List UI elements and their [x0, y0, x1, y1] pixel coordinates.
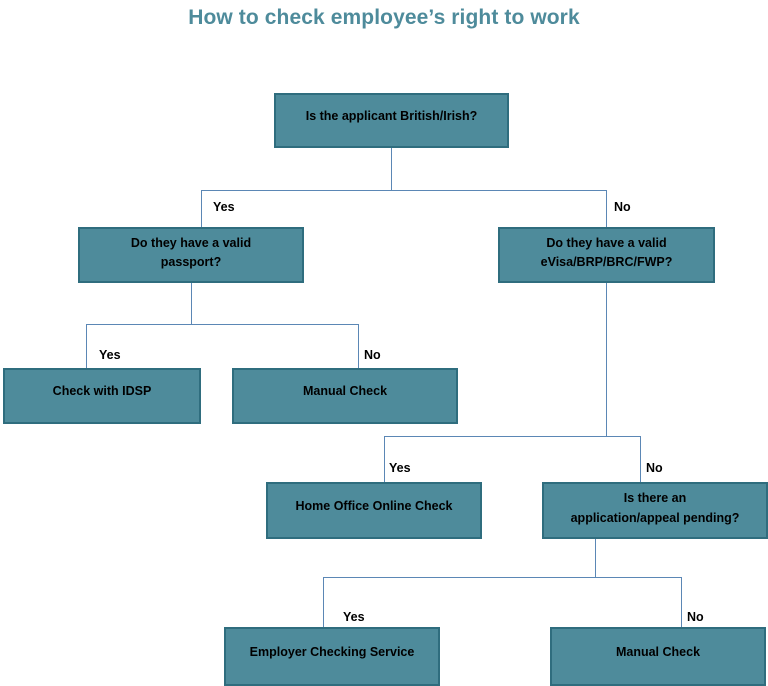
node-label: Manual Check [615, 644, 701, 659]
edge-label-passport-yes: Yes [99, 348, 121, 362]
edge-label-pending-yes: Yes [343, 610, 365, 624]
edge-label-evisa-no: No [646, 461, 663, 475]
page-title: How to check employee’s right to work [188, 6, 580, 29]
node-label: Is the applicant British/Irish? [305, 108, 478, 123]
node-label: Manual Check [302, 384, 388, 399]
connector-pending-yes-drop [323, 577, 324, 627]
connector-passport-bus [86, 324, 359, 325]
connector-evisa-no-drop [640, 436, 641, 482]
connector-british-stem [391, 148, 392, 190]
node-manual-check-passport[interactable]: Manual Check [232, 368, 458, 424]
node-has-valid-passport[interactable]: Do they have a valid passport? [78, 227, 304, 283]
connector-pending-bus [323, 577, 681, 578]
connector-british-yes-drop [201, 190, 202, 227]
node-is-application-appeal-pending[interactable]: Is there an application/appeal pending? [542, 482, 768, 539]
node-label: Home Office Online Check [295, 498, 453, 513]
connector-evisa-stem [606, 283, 607, 436]
node-manual-check-pending[interactable]: Manual Check [550, 627, 766, 686]
connector-passport-no-drop [358, 324, 359, 368]
connector-passport-yes-drop [86, 324, 87, 368]
connector-pending-no-drop [681, 577, 682, 627]
node-employer-checking-service[interactable]: Employer Checking Service [224, 627, 440, 686]
node-label: Do they have a valid eVisa/BRP/BRC/FWP? [540, 235, 673, 269]
connector-evisa-yes-drop [384, 436, 385, 482]
node-is-applicant-british[interactable]: Is the applicant British/Irish? [274, 93, 509, 148]
node-check-with-idsp[interactable]: Check with IDSP [3, 368, 201, 424]
node-label: Do they have a valid passport? [130, 235, 252, 269]
node-label: Is there an application/appeal pending? [570, 491, 740, 525]
node-home-office-online-check[interactable]: Home Office Online Check [266, 482, 482, 539]
edge-label-passport-no: No [364, 348, 381, 362]
connector-british-bus [201, 190, 607, 191]
node-label: Employer Checking Service [249, 644, 415, 659]
connector-evisa-bus [384, 436, 641, 437]
edge-label-british-yes: Yes [213, 200, 235, 214]
edge-label-evisa-yes: Yes [389, 461, 411, 475]
edge-label-british-no: No [614, 200, 631, 214]
edge-label-pending-no: No [687, 610, 704, 624]
connector-pending-stem [595, 539, 596, 577]
connector-passport-stem [191, 283, 192, 324]
node-label: Check with IDSP [52, 384, 152, 399]
node-has-valid-evisa[interactable]: Do they have a valid eVisa/BRP/BRC/FWP? [498, 227, 715, 283]
connector-british-no-drop [606, 190, 607, 227]
